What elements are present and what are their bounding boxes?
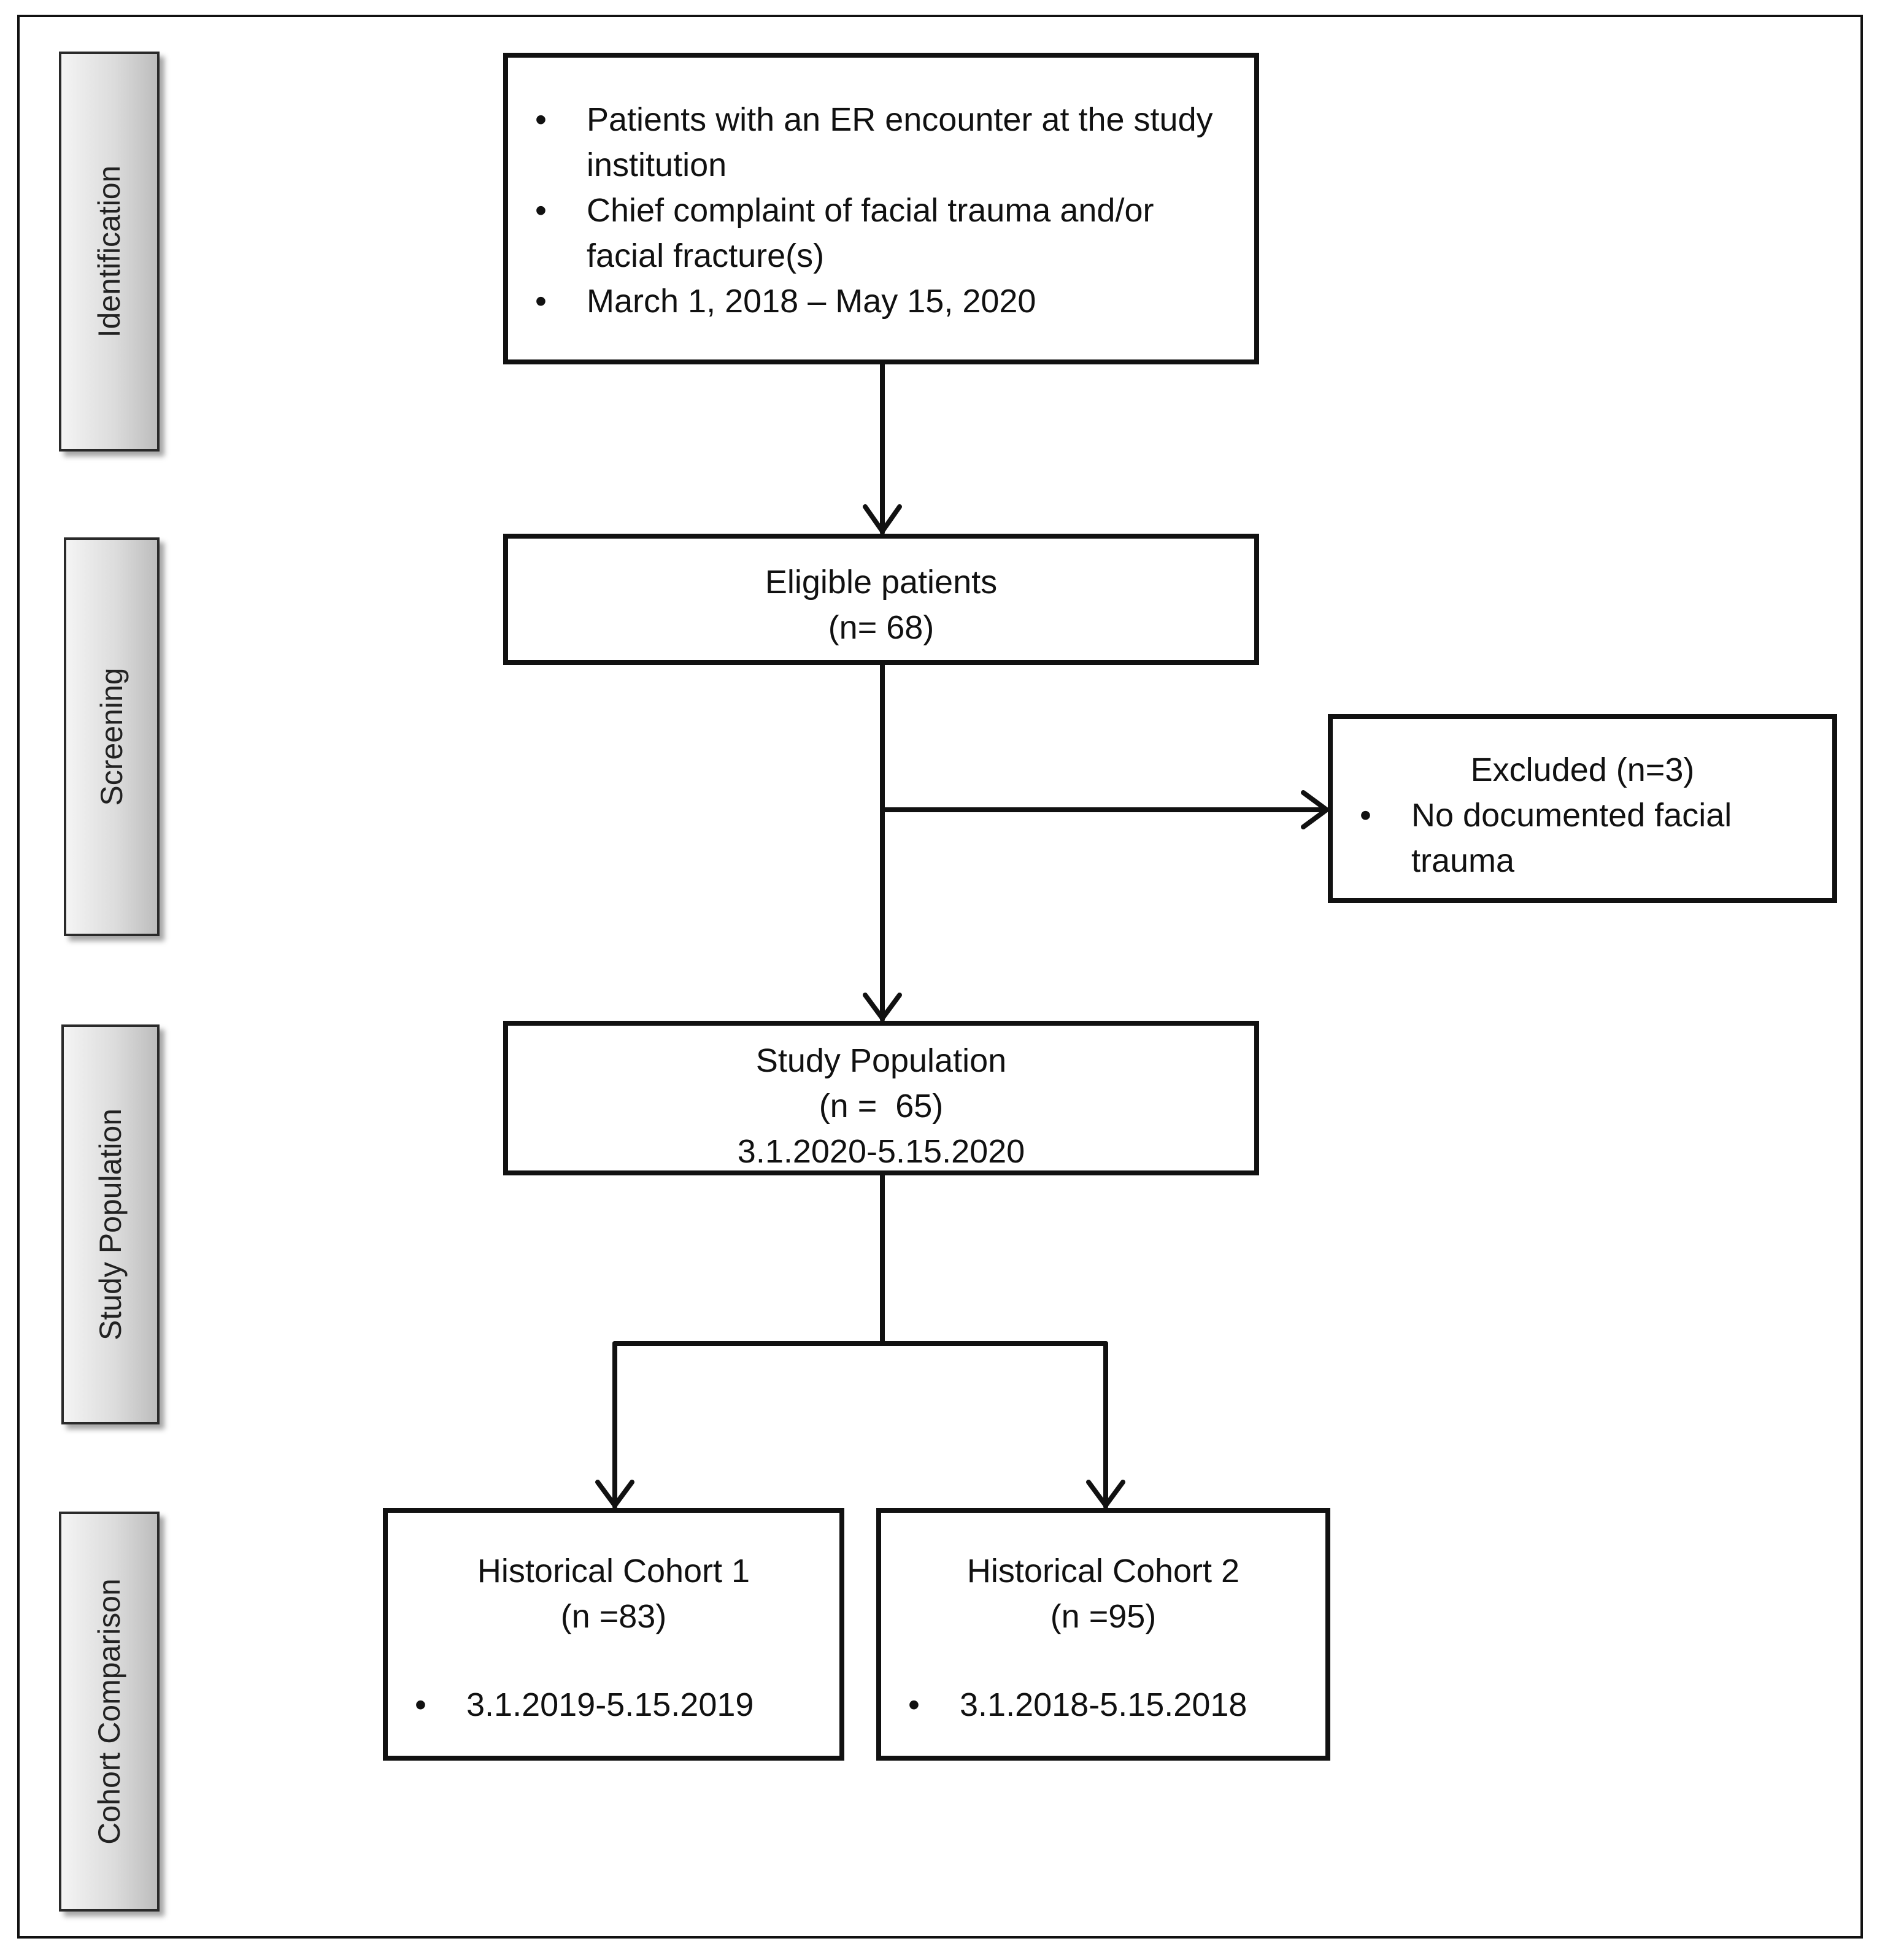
historical-cohort-2-box: Historical Cohort 2 (n =95) 3.1.2018-5.1… bbox=[876, 1508, 1330, 1761]
historical-cohort-1-title: Historical Cohort 1 bbox=[477, 1553, 750, 1589]
stage-screening: Screening bbox=[64, 537, 160, 936]
historical-cohort-2-dates: 3.1.2018-5.15.2018 bbox=[881, 1682, 1325, 1727]
study-population-dates: 3.1.2020-5.15.2020 bbox=[737, 1133, 1025, 1170]
criterion-er-encounter: Patients with an ER encounter at the stu… bbox=[508, 97, 1230, 188]
eligible-patients-title: Eligible patients bbox=[765, 564, 998, 601]
figure-frame bbox=[17, 15, 1863, 1939]
criterion-date-range: March 1, 2018 – May 15, 2020 bbox=[508, 279, 1230, 324]
identification-box: Patients with an ER encounter at the stu… bbox=[503, 53, 1259, 364]
historical-cohort-2-count: (n =95) bbox=[1050, 1598, 1157, 1635]
study-population-title: Study Population bbox=[755, 1042, 1007, 1079]
stage-study-population: Study Population bbox=[61, 1024, 160, 1424]
historical-cohort-1-box: Historical Cohort 1 (n =83) 3.1.2019-5.1… bbox=[383, 1508, 844, 1761]
historical-cohort-1-dates-list: 3.1.2019-5.15.2019 bbox=[388, 1682, 839, 1727]
historical-cohort-1-dates: 3.1.2019-5.15.2019 bbox=[388, 1682, 839, 1727]
excluded-reason: No documented facial trauma bbox=[1333, 793, 1832, 883]
excluded-title: Excluded (n=3) bbox=[1470, 751, 1695, 788]
eligible-patients-box: Eligible patients (n= 68) bbox=[503, 534, 1259, 665]
excluded-reasons-list: No documented facial trauma bbox=[1333, 793, 1832, 883]
stage-cohort-comparison: Cohort Comparison bbox=[59, 1512, 160, 1912]
stage-identification: Identification bbox=[59, 52, 160, 452]
eligible-patients-count: (n= 68) bbox=[828, 609, 935, 646]
historical-cohort-1-count: (n =83) bbox=[560, 1598, 667, 1635]
criterion-chief-complaint: Chief complaint of facial trauma and/or … bbox=[508, 188, 1230, 279]
study-population-box: Study Population (n = 65) 3.1.2020-5.15.… bbox=[503, 1021, 1259, 1175]
historical-cohort-2-dates-list: 3.1.2018-5.15.2018 bbox=[881, 1682, 1325, 1727]
identification-criteria-list: Patients with an ER encounter at the stu… bbox=[508, 97, 1230, 324]
study-population-count: (n = 65) bbox=[819, 1088, 944, 1124]
historical-cohort-2-title: Historical Cohort 2 bbox=[966, 1553, 1240, 1589]
excluded-box: Excluded (n=3) No documented facial trau… bbox=[1328, 714, 1837, 903]
